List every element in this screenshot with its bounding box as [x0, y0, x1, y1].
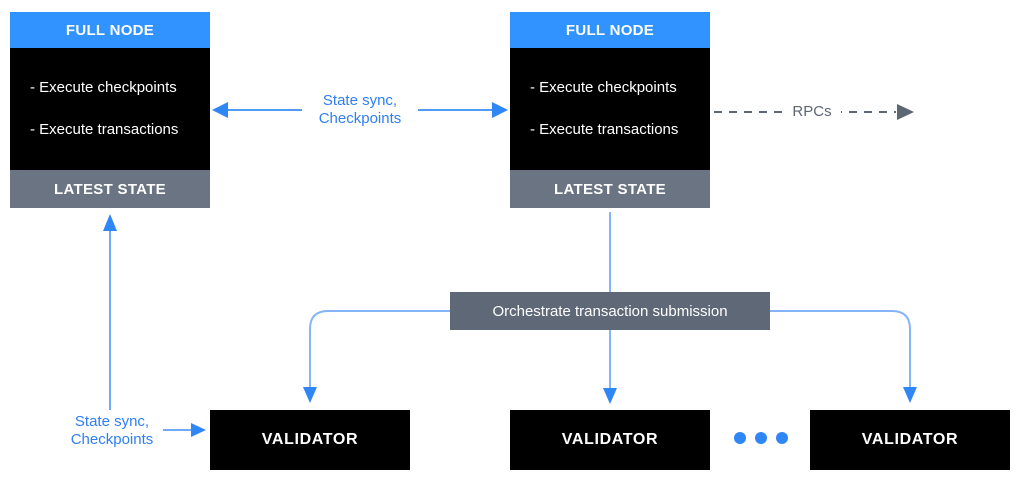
orchestrate-right-branch-arrow [770, 310, 917, 403]
state-sync-bottom-label-line2: Checkpoints [70, 431, 154, 448]
full-node-right-item-checkpoints: - Execute checkpoints [530, 79, 677, 96]
full-node-right-body: - Execute checkpoints - Execute transact… [510, 48, 710, 170]
orchestrate-left-branch-arrow [303, 310, 450, 403]
full-node-left-body: - Execute checkpoints - Execute transact… [10, 48, 210, 170]
state-sync-top-label: State sync, Checkpoints [302, 92, 418, 128]
state-sync-top-label-line1: State sync, [322, 92, 398, 109]
full-node-left-title: FULL NODE [10, 12, 210, 48]
full-node-left: FULL NODE - Execute checkpoints - Execut… [10, 12, 210, 208]
full-node-left-item-checkpoints: - Execute checkpoints [30, 79, 177, 96]
validator-left: VALIDATOR [210, 410, 410, 470]
full-node-right-item-transactions: - Execute transactions [530, 121, 679, 138]
ellipsis-dots-icon [734, 432, 788, 444]
full-node-left-latest-state: LATEST STATE [10, 170, 210, 208]
full-node-right: FULL NODE - Execute checkpoints - Execut… [510, 12, 710, 208]
validator-right: VALIDATOR [810, 410, 1010, 470]
state-sync-bottom-label-line1: State sync, [74, 413, 150, 430]
state-sync-top-label-line2: Checkpoints [318, 110, 402, 127]
full-node-right-title: FULL NODE [510, 12, 710, 48]
state-sync-bottom-arrow [163, 423, 206, 437]
rpcs-label: RPCs [783, 103, 841, 121]
full-node-right-latest-state: LATEST STATE [510, 170, 710, 208]
orchestrate-box: Orchestrate transaction submission [450, 292, 770, 330]
full-node-left-item-transactions: - Execute transactions [30, 121, 179, 138]
state-sync-up-arrow [103, 214, 117, 410]
state-sync-bottom-label: State sync, Checkpoints [52, 413, 172, 449]
validator-middle: VALIDATOR [510, 410, 710, 470]
